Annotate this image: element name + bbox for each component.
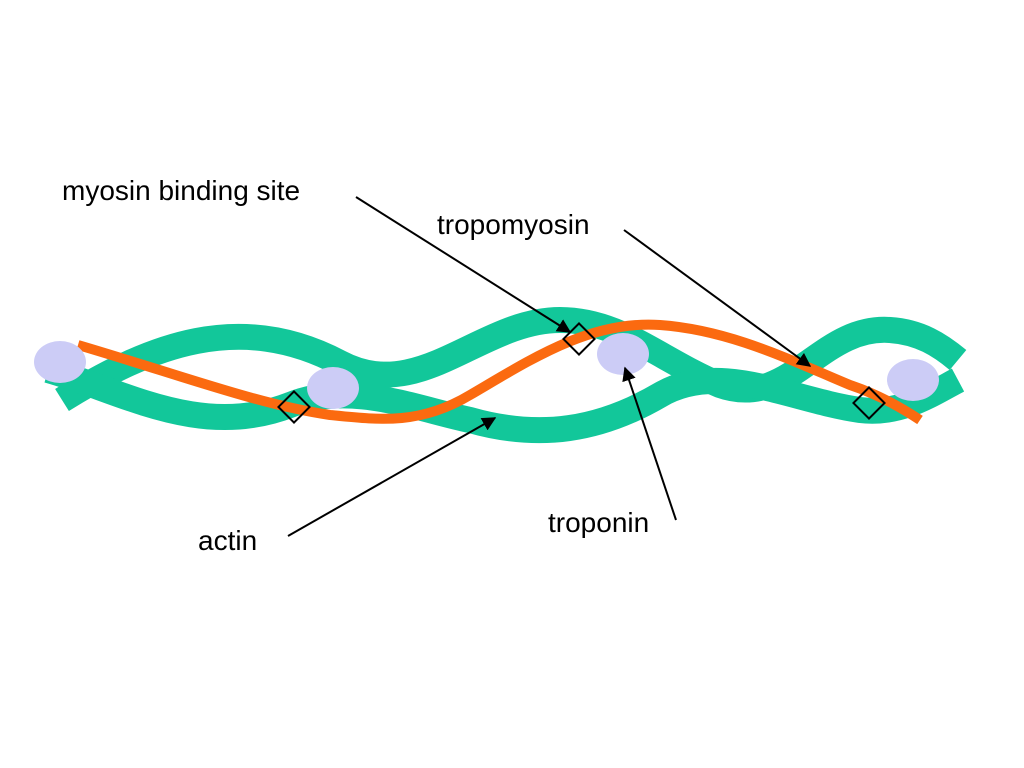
leader-line-myosin-binding-site [355,196,572,333]
tropomyosin-strand [76,319,923,425]
troponin-3 [597,333,649,375]
label-actin: actin [198,525,257,556]
actin-strand-a [55,306,967,412]
myosin-binding-site-1 [277,390,311,424]
myosin-binding-site-2 [562,322,596,356]
troponin-2 [307,367,359,409]
myosin-binding-site-3 [852,386,886,420]
troponin-4 [887,359,939,401]
label-troponin: troponin [548,507,649,538]
label-myosin-binding-site: myosin binding site [62,175,300,206]
label-tropomyosin: tropomyosin [437,209,590,240]
troponin-1 [34,341,86,383]
leader-line-actin [287,417,497,537]
leader-line-troponin [622,366,677,521]
leader-line-tropomyosin [623,229,812,367]
